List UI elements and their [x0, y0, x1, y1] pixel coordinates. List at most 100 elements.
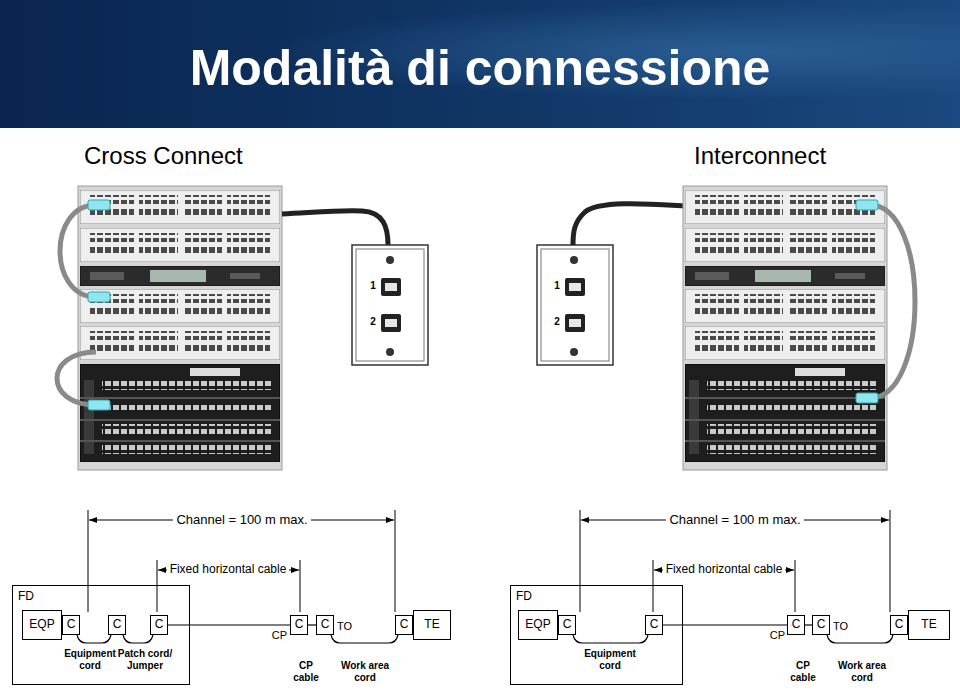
rj45-plug [88, 200, 110, 210]
rj45-plug [856, 393, 878, 403]
patch-cord [60, 205, 96, 297]
cord-label: CP cable [286, 660, 326, 684]
node-text: EQP [29, 618, 54, 631]
connector-box: C [812, 615, 830, 635]
cord-label: Equipment cord [62, 648, 118, 672]
wall-plate [352, 245, 428, 365]
connector-box: C [890, 615, 908, 635]
cable-line [331, 635, 398, 643]
slide-title: Modalità di connessione [0, 8, 960, 128]
point-label: TO [833, 620, 848, 633]
horizontal-cable [282, 211, 388, 245]
node-text: FD [516, 589, 532, 603]
patch-panel [80, 289, 280, 323]
terminal-box: TE [908, 610, 950, 640]
rj45-jack [381, 314, 401, 332]
cord-label: Patch cord/ Jumper [116, 648, 174, 672]
node-text: C [563, 618, 572, 631]
connector-box: C [645, 615, 663, 635]
rj45-plug [856, 200, 878, 210]
node-text: C [895, 618, 904, 631]
terminal-box: TE [413, 610, 451, 640]
jack-slot [385, 319, 397, 327]
point-label: CP [272, 629, 287, 642]
screw [570, 256, 578, 264]
rack-device [80, 266, 280, 286]
extension-line [795, 560, 796, 612]
port-number: 2 [370, 316, 376, 328]
connector-box: C [558, 615, 576, 635]
port-number: 1 [554, 280, 560, 292]
node-text: FD [18, 589, 34, 603]
connector-box: C [316, 615, 334, 635]
network-switch [80, 364, 280, 462]
extension-line [300, 560, 301, 612]
node-text: C [113, 618, 122, 631]
rj45-jack [565, 278, 585, 296]
node-text: TE [921, 618, 936, 631]
wall-plate-inner [541, 249, 609, 361]
dimension-label: Fixed horizontal cable [663, 562, 786, 576]
cable-line [805, 624, 812, 625]
connector-box: C [150, 615, 168, 635]
jack-slot [569, 283, 581, 291]
dimension-label: Channel = 100 m max. [173, 512, 310, 528]
rj45-jack [565, 314, 585, 332]
node-text: EQP [525, 618, 550, 631]
cable-line [308, 624, 316, 625]
node-text: C [400, 618, 409, 631]
horizontal-cable [573, 204, 685, 245]
distributor-frame: FD EQP C C [510, 585, 683, 685]
node-text: C [321, 618, 330, 631]
cord-label: Equipment cord [582, 648, 638, 672]
connector-box: C [395, 615, 413, 635]
node-text: TE [424, 618, 439, 631]
cable-line [168, 624, 290, 625]
rj45-jack [381, 278, 401, 296]
extension-line [395, 510, 396, 612]
cable-line [573, 635, 648, 643]
rack-frame [78, 186, 282, 470]
extension-line [653, 560, 654, 612]
connector-box: C [62, 615, 80, 635]
jack-slot [569, 319, 581, 327]
patch-cord [57, 352, 96, 405]
wall-plate [537, 245, 613, 365]
node-text: C [792, 618, 801, 631]
patch-panel [80, 326, 280, 360]
extension-line [157, 560, 158, 612]
connector-box: C [787, 615, 805, 635]
screw [570, 348, 578, 356]
rj45-plug [88, 292, 110, 302]
port-number: 1 [370, 280, 376, 292]
node-text: C [817, 618, 826, 631]
patch-panel [80, 190, 280, 224]
cord-label: CP cable [783, 660, 823, 684]
node-text: C [650, 618, 659, 631]
cable-line [663, 624, 787, 625]
extension-line [890, 510, 891, 612]
cord-label: Work area cord [336, 660, 394, 684]
network-switch [685, 364, 885, 462]
node-text: C [67, 618, 76, 631]
dimension-label: Channel = 100 m max. [666, 512, 803, 528]
patch-panel [685, 326, 885, 360]
extension-line [88, 510, 89, 612]
patch-cord [870, 205, 915, 398]
rack-frame [683, 186, 887, 470]
patch-panel [80, 228, 280, 262]
jack-slot [385, 283, 397, 291]
screw [386, 256, 394, 264]
section-heading: Cross Connect [84, 142, 243, 171]
extension-line [580, 510, 581, 612]
wall-plate-inner [356, 249, 424, 361]
section-heading: Interconnect [694, 142, 826, 171]
cable-line [123, 635, 153, 643]
cable-line [827, 635, 893, 643]
node-text: C [155, 618, 164, 631]
cable-line [77, 635, 111, 643]
patch-panel [685, 190, 885, 224]
